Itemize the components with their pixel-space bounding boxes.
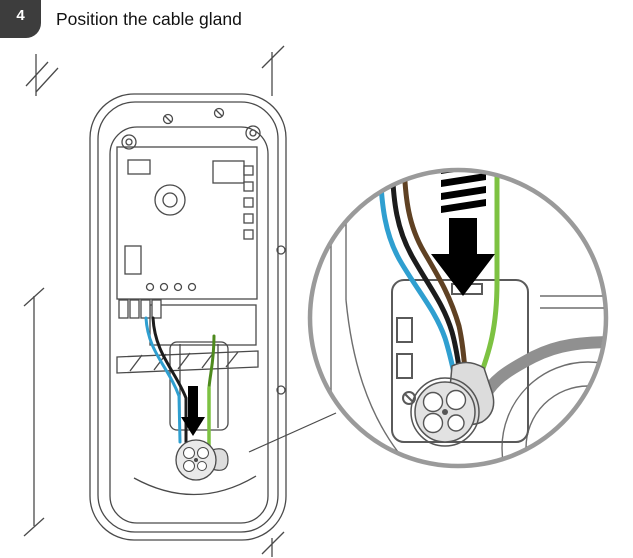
device-wires bbox=[144, 316, 216, 454]
device-bottom-arc bbox=[133, 475, 257, 496]
screw-posts bbox=[121, 107, 286, 395]
wire-black-zoom bbox=[389, 172, 464, 383]
large-down-arrow-icon bbox=[431, 218, 495, 296]
circuit-board bbox=[116, 146, 258, 346]
wire-brown-zoom bbox=[401, 172, 469, 383]
bolt-icon bbox=[322, 416, 346, 443]
wire-green-dark bbox=[207, 334, 216, 390]
wire-black bbox=[151, 316, 188, 444]
wire-blue bbox=[144, 316, 182, 444]
detail-lens bbox=[307, 167, 609, 469]
wire-blue-zoom bbox=[377, 172, 459, 385]
position-stripes-icon bbox=[441, 172, 486, 213]
dimension-lines bbox=[23, 45, 285, 557]
step-number: 4 bbox=[16, 7, 25, 24]
leader-line bbox=[248, 412, 337, 453]
supply-cable bbox=[480, 336, 604, 400]
grommet-ring bbox=[410, 377, 480, 447]
step-title: Position the cable gland bbox=[56, 9, 242, 29]
step-number-badge: 4 bbox=[0, 0, 41, 38]
gland-assembly bbox=[410, 361, 495, 447]
small-down-arrow-icon bbox=[181, 386, 205, 436]
device-cable-gland bbox=[175, 439, 229, 481]
